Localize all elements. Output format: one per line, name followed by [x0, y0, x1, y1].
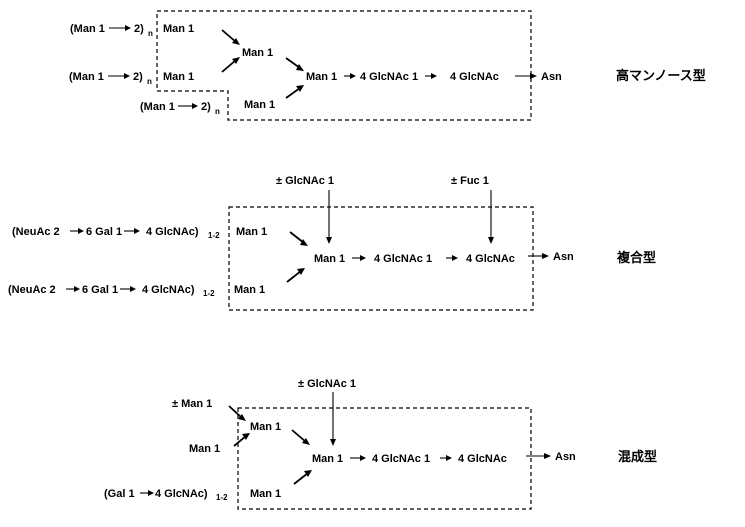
hy-diag-arrow-2	[233, 435, 247, 447]
hm-chain-1-man: (Man 1	[70, 23, 105, 35]
hy-glcnac-1: 4 GlcNAc 1	[372, 453, 430, 465]
hm-chain-3-two: 2)	[201, 101, 211, 113]
cx-glcnac-down-arrowhead	[326, 237, 332, 244]
hy-glcnac-down-arrowhead	[330, 439, 336, 446]
hy-core-man: Man 1	[312, 453, 343, 465]
cx-ant2-arrowhead-2	[130, 286, 136, 292]
hy-asn: Asn	[555, 451, 576, 463]
hm-diag-arrow-2	[221, 59, 237, 73]
complex-section: ± GlcNAc 1 ± Fuc 1 (NeuAc 2 6 Gal 1 4 Gl…	[8, 175, 656, 311]
hm-glcnac-1: 4 GlcNAc 1	[360, 71, 418, 83]
cx-ant2-glcnac: 4 GlcNAc)	[142, 284, 195, 296]
hm-chain-3-arrowhead	[192, 103, 198, 109]
cx-fuc-down-arrowhead	[488, 237, 494, 244]
cx-ant1-arrowhead-1	[78, 228, 84, 234]
hm-chain-3-sub: n	[215, 107, 220, 116]
high-mannose-title: 高マンノース型	[616, 68, 706, 84]
hy-glcnac-2: 4 GlcNAc	[458, 453, 507, 465]
cx-diag-arrow-1	[289, 231, 305, 244]
hy-diag-arrowhead-2	[242, 433, 250, 440]
hm-chain-2-arrowhead	[124, 73, 130, 79]
hy-man-1-bottom: Man 1	[250, 488, 281, 500]
hm-man-1-bottom: Man 1	[163, 71, 194, 83]
high-mannose-section: (Man 1 2) n Man 1 (Man 1 2) n Man 1 (Man…	[69, 10, 706, 121]
hm-chain-1-arrowhead	[125, 25, 131, 31]
hy-gal-arrowhead	[148, 490, 154, 496]
hm-diag-arrow-4	[285, 87, 301, 99]
hy-diag-arrow-1	[228, 405, 243, 419]
cx-ant1-gal: 6 Gal 1	[86, 226, 122, 238]
cx-pm-fuc: ± Fuc 1	[451, 175, 489, 187]
hy-gal-glcnac: 4 GlcNAc)	[155, 488, 208, 500]
hm-chain-1-sub: n	[148, 29, 153, 38]
hm-chain-2-man: (Man 1	[69, 71, 104, 83]
hy-asn-arrowhead	[544, 453, 551, 459]
hm-diag-arrow-3	[285, 57, 301, 69]
hy-man-left: Man 1	[189, 443, 220, 455]
hm-core-arrowhead-2	[431, 73, 437, 79]
hy-gal-sub: 1-2	[216, 493, 228, 502]
hy-man-1-top: Man 1	[250, 421, 281, 433]
cx-man-1-top: Man 1	[236, 226, 267, 238]
hy-pm-man: ± Man 1	[172, 398, 212, 410]
hm-diag-arrowhead-3	[296, 64, 304, 71]
hy-gal: (Gal 1	[104, 488, 135, 500]
cx-diag-arrowhead-1	[300, 239, 308, 246]
hm-diag-arrow-1	[221, 29, 237, 43]
hm-chain-3-man: (Man 1	[140, 101, 175, 113]
high-mannose-box	[156, 10, 532, 121]
hybrid-box	[237, 407, 532, 510]
cx-glcnac-1: 4 GlcNAc 1	[374, 253, 432, 265]
cx-asn: Asn	[553, 251, 574, 263]
hy-pm-glcnac: ± GlcNAc 1	[298, 378, 356, 390]
hm-man-lower: Man 1	[244, 99, 275, 111]
cx-ant1-neuac: (NeuAc 2	[12, 226, 60, 238]
hm-glcnac-2: 4 GlcNAc	[450, 71, 499, 83]
cx-diag-arrowhead-2	[297, 268, 305, 275]
hy-core-arrowhead-2	[446, 455, 452, 461]
cx-core-man: Man 1	[314, 253, 345, 265]
hm-man-1-top: Man 1	[163, 23, 194, 35]
cx-core-arrowhead-1	[360, 255, 366, 261]
hy-diag-arrowhead-1	[238, 414, 246, 421]
hm-chain-2-two: 2)	[133, 71, 143, 83]
cx-ant2-gal: 6 Gal 1	[82, 284, 118, 296]
cx-core-arrowhead-2	[452, 255, 458, 261]
hybrid-section: ± GlcNAc 1 ± Man 1 Man 1 Man 1 (Gal 1 4 …	[104, 378, 657, 510]
hm-chain-2-sub: n	[147, 77, 152, 86]
hm-core-man: Man 1	[306, 71, 337, 83]
hy-core-arrowhead-1	[360, 455, 366, 461]
cx-ant2-neuac: (NeuAc 2	[8, 284, 56, 296]
hm-chain-1-two: 2)	[134, 23, 144, 35]
cx-ant1-glcnac: 4 GlcNAc)	[146, 226, 199, 238]
hy-diag-arrowhead-3	[302, 438, 310, 445]
hm-diag-arrowhead-1	[232, 38, 240, 45]
cx-diag-arrow-2	[286, 270, 302, 283]
hy-diag-arrow-4	[293, 472, 309, 485]
hm-man-middle: Man 1	[242, 47, 273, 59]
cx-asn-arrowhead	[542, 253, 549, 259]
hm-core-arrowhead-1	[350, 73, 356, 79]
complex-title: 複合型	[616, 250, 656, 266]
cx-ant1-sub: 1-2	[208, 231, 220, 240]
cx-man-1-bottom: Man 1	[234, 284, 265, 296]
hy-diag-arrow-3	[291, 429, 307, 443]
hm-diag-arrowhead-2	[232, 57, 240, 64]
hybrid-title: 混成型	[618, 449, 657, 465]
cx-glcnac-2: 4 GlcNAc	[466, 253, 515, 265]
cx-ant2-arrowhead-1	[74, 286, 80, 292]
hy-diag-arrowhead-4	[304, 470, 312, 477]
cx-pm-glcnac: ± GlcNAc 1	[276, 175, 334, 187]
hm-diag-arrowhead-4	[296, 85, 304, 92]
cx-ant1-arrowhead-2	[134, 228, 140, 234]
hm-asn-arrowhead	[530, 73, 537, 79]
cx-ant2-sub: 1-2	[203, 289, 215, 298]
hm-asn: Asn	[541, 71, 562, 83]
